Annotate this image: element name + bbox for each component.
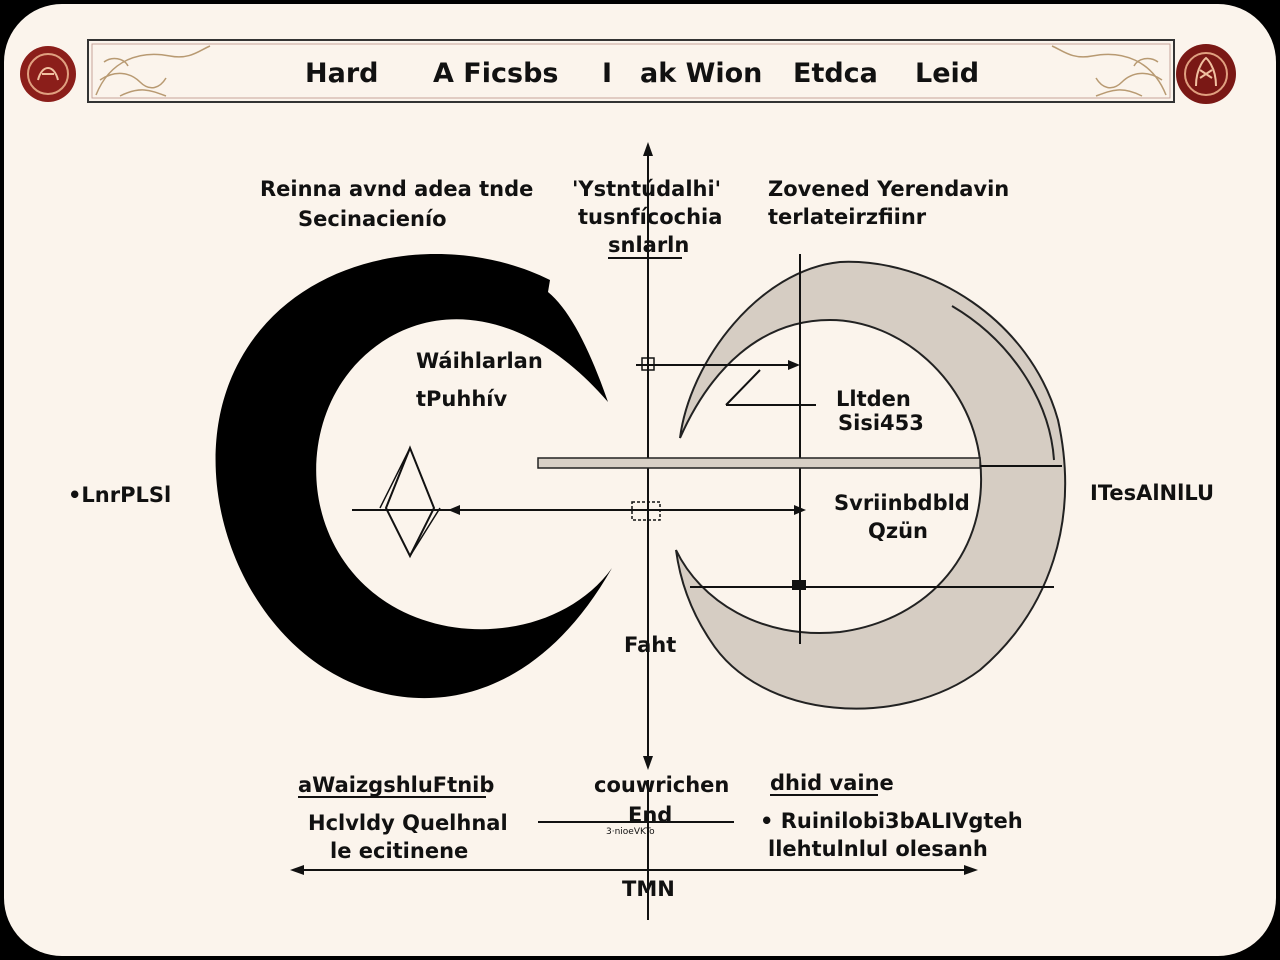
right-ornament — [1051, 45, 1167, 97]
label-bottom-right-body-2: llehtulnlul olesanh — [768, 837, 988, 861]
title-word-5: Etdca — [793, 58, 878, 89]
label-center-low: Faht — [624, 633, 676, 657]
crescent-left — [215, 254, 613, 699]
label-bottom-left-body-2: le ecitinene — [330, 839, 468, 863]
diamond-shape — [384, 445, 436, 559]
horizontal-band — [537, 457, 981, 469]
left-ornament — [95, 45, 211, 97]
vertical-axis-arrow-top — [643, 142, 653, 156]
label-axis-bottom: TMN — [622, 877, 675, 901]
lower-node — [792, 580, 806, 590]
label-bottom-right-title: dhid vaine — [770, 771, 894, 795]
seal-left-icon — [20, 46, 76, 102]
banner-inner-border — [91, 43, 1171, 99]
middle-node — [631, 501, 661, 521]
label-right-middle-1: Svriinbdbld — [834, 491, 970, 515]
banner-border — [87, 39, 1175, 103]
label-left-inner-2: tPuhhív — [416, 387, 507, 411]
title-word-6: Leid — [915, 58, 979, 89]
upper-node — [641, 357, 655, 371]
label-far-right: ITesAlNlLU — [1090, 481, 1214, 505]
label-top-center-3: snlarln — [608, 233, 689, 257]
label-right-upper-2: Sisi453 — [838, 411, 924, 435]
diamond-inner-lines — [379, 447, 441, 557]
title-word-3: I — [602, 58, 612, 89]
seal-right-icon — [1176, 44, 1236, 104]
label-top-left-2: Secinacienío — [298, 207, 447, 231]
label-bottom-left-title: aWaizgshluFtnib — [298, 773, 494, 797]
label-top-center-2: tusnfícochia — [578, 205, 722, 229]
arrow-upper-head — [788, 360, 800, 370]
label-top-center-1: 'Ystntúdalhi' — [572, 177, 721, 201]
crescent-right-inner-stroke — [951, 305, 1055, 461]
label-top-right-2: terlateirzfiinr — [768, 205, 927, 229]
label-bottom-center-2: End — [628, 803, 672, 827]
title-word-4: ak Wion — [640, 58, 762, 89]
label-bottom-right-body-1: • Ruinilobi3bALIVgteh — [760, 809, 1023, 833]
label-bottom-left-body-1: Hclvldy Quelhnal — [308, 811, 508, 835]
label-far-left: •LnrPLSl — [68, 483, 171, 507]
label-left-inner-1: Wáihlarlan — [416, 349, 543, 373]
header-banner: Hard A Ficsbs I ak Wion Etdca Leid — [87, 39, 1175, 103]
vertical-axis-arrow-bottom — [643, 756, 653, 770]
diagonal-upper — [725, 369, 761, 406]
label-right-upper-1: Lltden — [836, 387, 911, 411]
label-bottom-center-1: couwrichen — [594, 773, 729, 797]
label-top-right-1: Zovened Yerendavin — [768, 177, 1009, 201]
horizontal-axis-arrow-left — [290, 865, 304, 875]
label-right-middle-2: Qzün — [868, 519, 928, 543]
horizontal-axis-arrow-right — [964, 865, 978, 875]
label-top-left-1: Reinna avnd adea tnde — [260, 177, 533, 201]
arrow-middle-head-right — [794, 505, 806, 515]
arrow-middle-head-left — [448, 505, 460, 515]
title-word-1: Hard — [305, 58, 378, 89]
title-word-2: A Ficsbs — [433, 58, 558, 89]
label-bottom-center-3: 3·nioeVKTo — [606, 827, 655, 837]
crescent-right — [675, 260, 1067, 710]
